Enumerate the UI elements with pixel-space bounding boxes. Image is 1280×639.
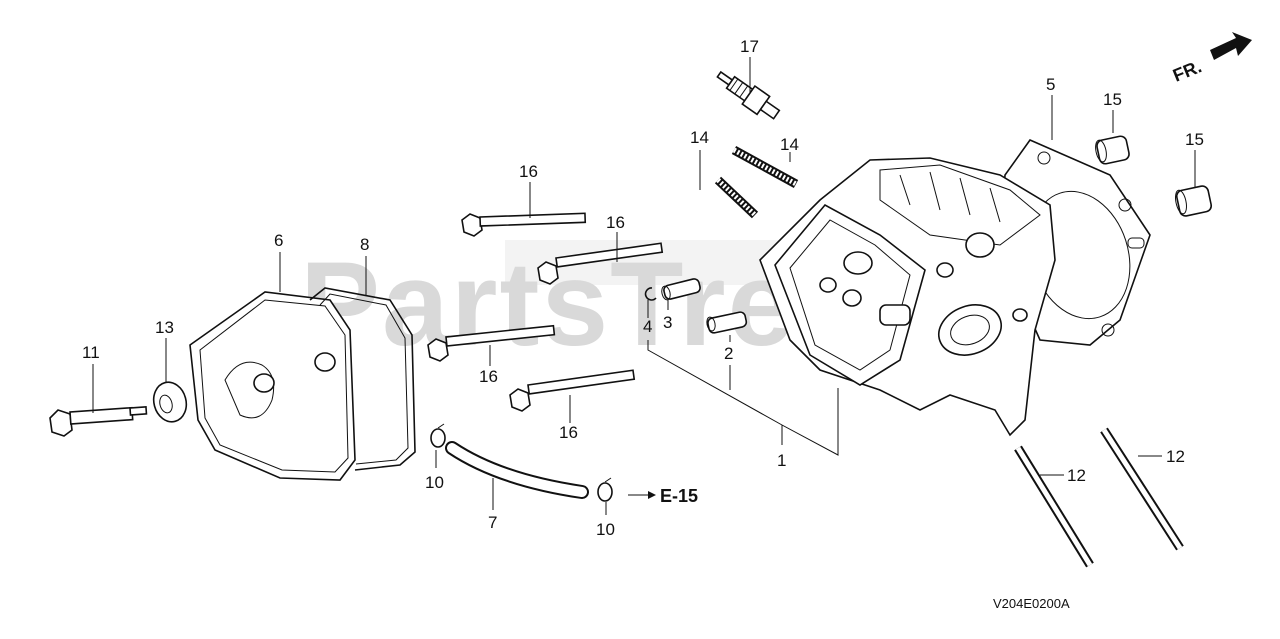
callout-13[interactable]: 13 bbox=[155, 318, 174, 337]
part-stud-bolt-a[interactable] bbox=[714, 176, 759, 219]
part-head-dowel[interactable] bbox=[706, 311, 748, 334]
callout-4[interactable]: 4 bbox=[643, 317, 652, 336]
callout-numbers: 17 14 14 5 15 15 16 16 16 16 6 8 13 11 4… bbox=[82, 37, 1204, 539]
callout-11[interactable]: 11 bbox=[82, 343, 100, 362]
callout-6[interactable]: 6 bbox=[274, 231, 283, 250]
callout-14a[interactable]: 14 bbox=[690, 128, 709, 147]
part-head-cover-gasket[interactable] bbox=[309, 287, 416, 471]
reference-label[interactable]: E-15 bbox=[660, 486, 698, 506]
part-flange-bolt-d[interactable] bbox=[509, 369, 636, 412]
callout-15a[interactable]: 15 bbox=[1103, 90, 1122, 109]
callout-7[interactable]: 7 bbox=[488, 513, 497, 532]
front-direction-indicator: FR. bbox=[1170, 32, 1252, 86]
callout-5[interactable]: 5 bbox=[1046, 75, 1055, 94]
front-arrow-icon bbox=[1210, 32, 1252, 60]
callout-16a[interactable]: 16 bbox=[519, 162, 538, 181]
callout-3[interactable]: 3 bbox=[663, 313, 672, 332]
callout-12a[interactable]: 12 bbox=[1067, 466, 1086, 485]
callout-1[interactable]: 1 bbox=[777, 451, 786, 470]
part-flange-bolt-a[interactable] bbox=[461, 212, 587, 237]
callout-15b[interactable]: 15 bbox=[1185, 130, 1204, 149]
part-stud-bolt-b[interactable] bbox=[731, 146, 799, 188]
callout-8[interactable]: 8 bbox=[360, 235, 369, 254]
callout-16d[interactable]: 16 bbox=[559, 423, 578, 442]
part-breather-pipe[interactable] bbox=[660, 278, 701, 301]
callout-12b[interactable]: 12 bbox=[1166, 447, 1185, 466]
part-flange-bolt-c[interactable] bbox=[427, 324, 556, 362]
part-flange-bolt-b[interactable] bbox=[537, 242, 664, 285]
callout-16b[interactable]: 16 bbox=[606, 213, 625, 232]
part-long-stud-b[interactable] bbox=[1100, 427, 1184, 551]
part-tube-clamp-a[interactable] bbox=[430, 423, 446, 448]
part-cover-bolt[interactable] bbox=[49, 406, 148, 437]
part-head-cover[interactable] bbox=[189, 291, 356, 481]
part-long-stud-a[interactable] bbox=[1014, 445, 1094, 568]
part-cylinder-head[interactable] bbox=[759, 157, 1056, 437]
callout-10b[interactable]: 10 bbox=[596, 520, 615, 539]
part-dowel-pin-a[interactable] bbox=[1094, 135, 1130, 165]
part-clip[interactable] bbox=[644, 287, 657, 301]
part-spark-plug[interactable] bbox=[713, 65, 783, 123]
callout-2[interactable]: 2 bbox=[724, 344, 733, 363]
part-dowel-pin-b[interactable] bbox=[1174, 185, 1213, 217]
callout-16c[interactable]: 16 bbox=[479, 367, 498, 386]
callout-14b[interactable]: 14 bbox=[780, 135, 799, 154]
leader-lines bbox=[92, 57, 1196, 515]
part-breather-tube[interactable] bbox=[445, 441, 589, 499]
callout-17[interactable]: 17 bbox=[740, 37, 759, 56]
part-washer[interactable] bbox=[149, 379, 190, 426]
diagram-code: V204E0200A bbox=[993, 596, 1070, 611]
front-label: FR. bbox=[1170, 56, 1204, 85]
part-tube-clamp-b[interactable] bbox=[597, 477, 613, 502]
callout-10a[interactable]: 10 bbox=[425, 473, 444, 492]
